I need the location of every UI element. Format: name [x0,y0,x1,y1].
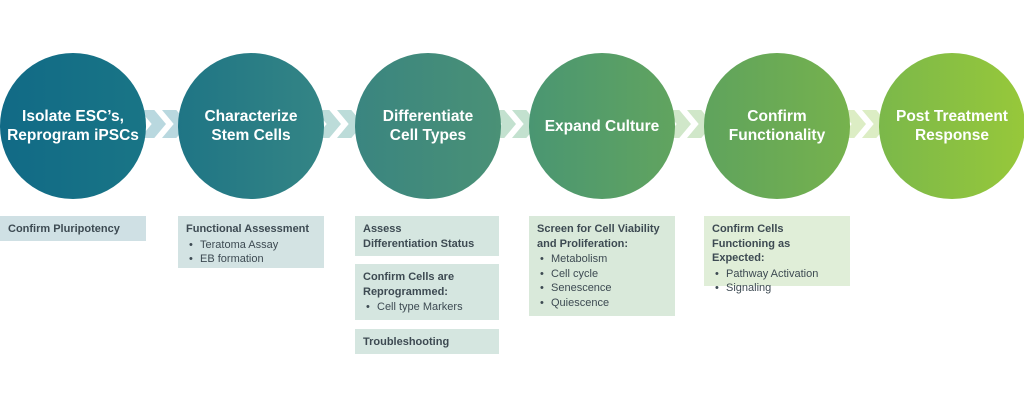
list-item: Teratoma Assay [186,238,316,253]
step-label-line1: Confirm [747,108,807,125]
step-label-line2: Functionality [728,127,826,144]
step-label-line2: Cell Types [389,127,467,144]
step-label-line2: Reprogram iPSCs [7,127,139,144]
list-item: Metabolism [537,252,667,267]
bullet-list: Cell type Markers [363,300,491,315]
info-box-functional-assessment: Functional Assessment Teratoma Assay EB … [178,216,324,268]
box-title: Functional Assessment [186,223,310,235]
step-circle-isolate: Isolate ESC’s, Reprogram iPSCs [0,53,146,199]
bullet-list: Metabolism Cell cycle Senescence Quiesce… [537,252,667,310]
box-title: Troubleshooting [363,336,450,348]
box-title-line1: Assess [363,223,402,235]
box-title: Confirm Pluripotency [8,223,120,235]
box-title-line1: Confirm Cells [712,223,784,235]
list-item: Cell cycle [537,267,667,282]
box-title-line2: Differentiation Status [363,237,475,250]
step-label-line1: Characterize [204,108,298,125]
list-item: Senescence [537,281,667,296]
step-label-line1: Differentiate [382,108,474,125]
step-circle-expand: Expand Culture [529,53,675,199]
box-title-line1: Screen for Cell Viability [537,223,660,235]
list-item: Cell type Markers [363,300,491,315]
box-title-line2: Reprogrammed: [363,285,448,298]
list-item: Signaling [712,281,842,296]
list-item: Pathway Activation [712,267,842,282]
list-item: EB formation [186,252,316,267]
info-box-troubleshooting: Troubleshooting [355,329,499,354]
step-label-line1: Isolate ESC’s, [22,108,124,125]
info-box-screen-viability: Screen for Cell Viability and Proliferati… [529,216,675,316]
box-title-line2: and Proliferation: [537,237,629,250]
step-label-line2: Response [914,127,990,144]
box-title-line2: Functioning as Expected: [712,237,791,265]
step-label-line2: Stem Cells [211,127,291,144]
step-label-line1: Expand Culture [544,117,660,135]
info-box-pluripotency: Confirm Pluripotency [0,216,146,241]
bullet-list: Pathway Activation Signaling [712,267,842,296]
box-title-line1: Confirm Cells are [363,271,455,283]
bullet-list: Teratoma Assay EB formation [186,238,316,267]
list-item: Quiescence [537,296,667,311]
step-label-line1: Post Treatment [896,108,1008,125]
